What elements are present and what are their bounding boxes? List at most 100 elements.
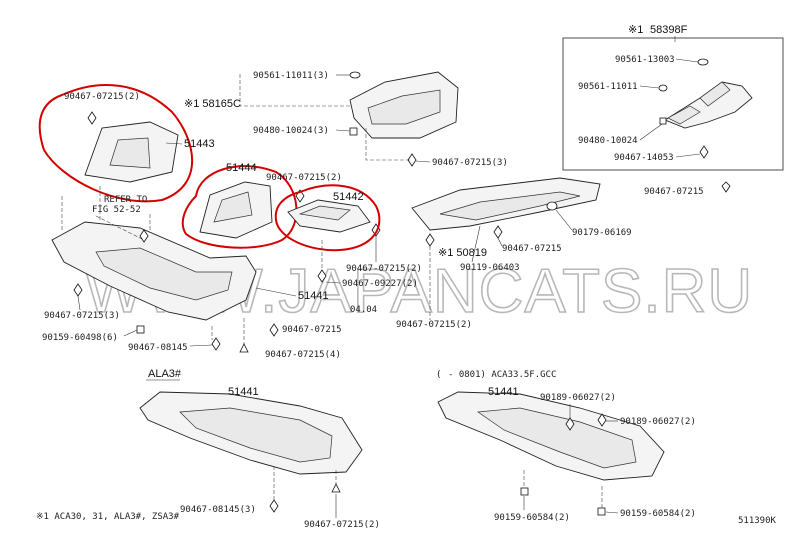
part-51441-left-face: [179, 407, 333, 463]
screw-icon: [211, 337, 221, 351]
phantom-line: [273, 466, 337, 500]
leader: [471, 225, 481, 263]
inset-bracket-face: [699, 81, 731, 107]
label-90159-60584-2-a: 90159-60584(2): [494, 513, 570, 523]
part-58165c-face: [367, 89, 441, 125]
screw-icon: [269, 499, 279, 513]
set-58398f-label: 58398F: [650, 24, 688, 36]
label-90467-07215-2-e: 90467-07215(2): [304, 520, 380, 530]
note-mark: ※1: [628, 24, 643, 36]
label-90467-09227-2: 90467-09227(2): [342, 279, 418, 289]
label-51441-main: 51441: [298, 290, 329, 302]
clip-icon: [331, 483, 341, 493]
label-90467-07215-2-b: 90467-07215(2): [266, 173, 342, 183]
fig-ref: FIG 52-52: [92, 205, 141, 215]
label-90189-06027-2-b: 90189-06027(2): [620, 417, 696, 427]
label-90467-07215-2: 90467-07215(2): [64, 92, 140, 102]
label-51441-left: 51441: [228, 386, 259, 398]
label-90467-07215-2-c: 90467-07215(2): [346, 264, 422, 274]
leader: [335, 129, 351, 132]
leader: [675, 153, 701, 158]
date-tag: 04.04: [350, 305, 377, 315]
screw-icon: [269, 323, 279, 337]
part-51444-face: [213, 191, 253, 223]
label-90467-07215-4: 90467-07215(4): [265, 350, 341, 360]
leader: [605, 511, 619, 514]
label-90480-10024-3: 90480-10024(3): [253, 126, 329, 136]
screw-icon: [407, 153, 417, 167]
label-58165c: ※1 58165C: [184, 98, 241, 110]
leader: [123, 329, 138, 337]
range-prefix: (: [436, 370, 441, 380]
leader: [555, 209, 573, 231]
leader: [639, 123, 663, 141]
leader: [255, 287, 297, 297]
phantom-line: [61, 186, 151, 241]
phantom-line: [211, 240, 323, 344]
clip-icon: [136, 325, 145, 334]
screw-icon: [493, 225, 503, 239]
inset-box: [562, 37, 784, 171]
label-90467-08145-3: 90467-08145(3): [180, 505, 256, 515]
label-90159-60498-6: 90159-60498(6): [42, 333, 118, 343]
label-51441-right: 51441: [488, 386, 519, 398]
leader: [77, 295, 81, 311]
refer-to: REFER TO: [104, 195, 147, 205]
label-90480-10024: 90480-10024: [578, 136, 638, 146]
leader: [325, 281, 341, 284]
phantom-line: [365, 128, 410, 161]
clip-icon: [697, 58, 709, 66]
phantom-line: [239, 74, 350, 107]
label-90561-13003: 90561-13003: [615, 55, 675, 65]
leader: [415, 160, 431, 163]
inset-bracket-tab: [667, 105, 701, 125]
label-51443: 51443: [184, 138, 215, 150]
phantom-line: [523, 470, 603, 508]
label-90179-06169: 90179-06169: [572, 228, 632, 238]
label-ala3: ALA3#: [148, 368, 182, 380]
screw-icon: [317, 269, 327, 283]
label-90561-11011: 90561-11011: [578, 82, 638, 92]
label-90467-07215-3-b: 90467-07215(3): [44, 311, 120, 321]
label-90189-06027-2-a: 90189-06027(2): [540, 393, 616, 403]
leader: [639, 85, 660, 89]
clip-icon: [349, 71, 361, 79]
screw-icon: [597, 413, 607, 427]
screw-icon: [139, 229, 149, 243]
clip-icon: [658, 84, 668, 92]
highlight-circle-51443: [38, 84, 194, 203]
clip-icon: [597, 507, 606, 516]
label-50819: ※1 50819: [438, 247, 487, 259]
screw-icon: [73, 283, 83, 297]
screw-icon: [565, 417, 575, 431]
screw-icon: [721, 181, 731, 193]
part-50819-face: [439, 191, 581, 221]
screw-icon: [699, 145, 709, 159]
nut-icon: [349, 127, 358, 136]
part-51442-face: [298, 205, 351, 221]
footnote: ※1 ACA30, 31, ALA3#, ZSA3#: [36, 512, 180, 522]
highlight-circle-51442: [274, 184, 381, 252]
label-90467-08145: 90467-08145: [128, 343, 188, 353]
screw-icon: [87, 111, 97, 125]
label-90467-07215-d: 90467-07215: [282, 325, 342, 335]
label-51442: 51442: [333, 191, 364, 203]
part-51443-face: [109, 137, 151, 169]
label-90467-07215-c: 90467-07215: [502, 244, 562, 254]
highlight-circle-51444: [181, 165, 298, 249]
label-90467-07215-2-d: 90467-07215(2): [396, 320, 472, 330]
leader: [675, 58, 699, 63]
part-51441-right-face: [477, 407, 637, 469]
nut-icon: [659, 117, 667, 125]
screw-icon: [425, 233, 435, 247]
clip-icon: [520, 487, 529, 496]
leader: [189, 344, 213, 347]
label-90467-07215: 90467-07215: [644, 187, 704, 197]
label-90119-06403: 90119-06403: [460, 263, 520, 273]
leader: [165, 142, 183, 145]
label-90561-11011-3: 90561-11011(3): [253, 71, 329, 81]
range-text: - 0801) ACA33.5F.GCC: [448, 370, 556, 380]
part-51441-main-face: [95, 247, 233, 301]
